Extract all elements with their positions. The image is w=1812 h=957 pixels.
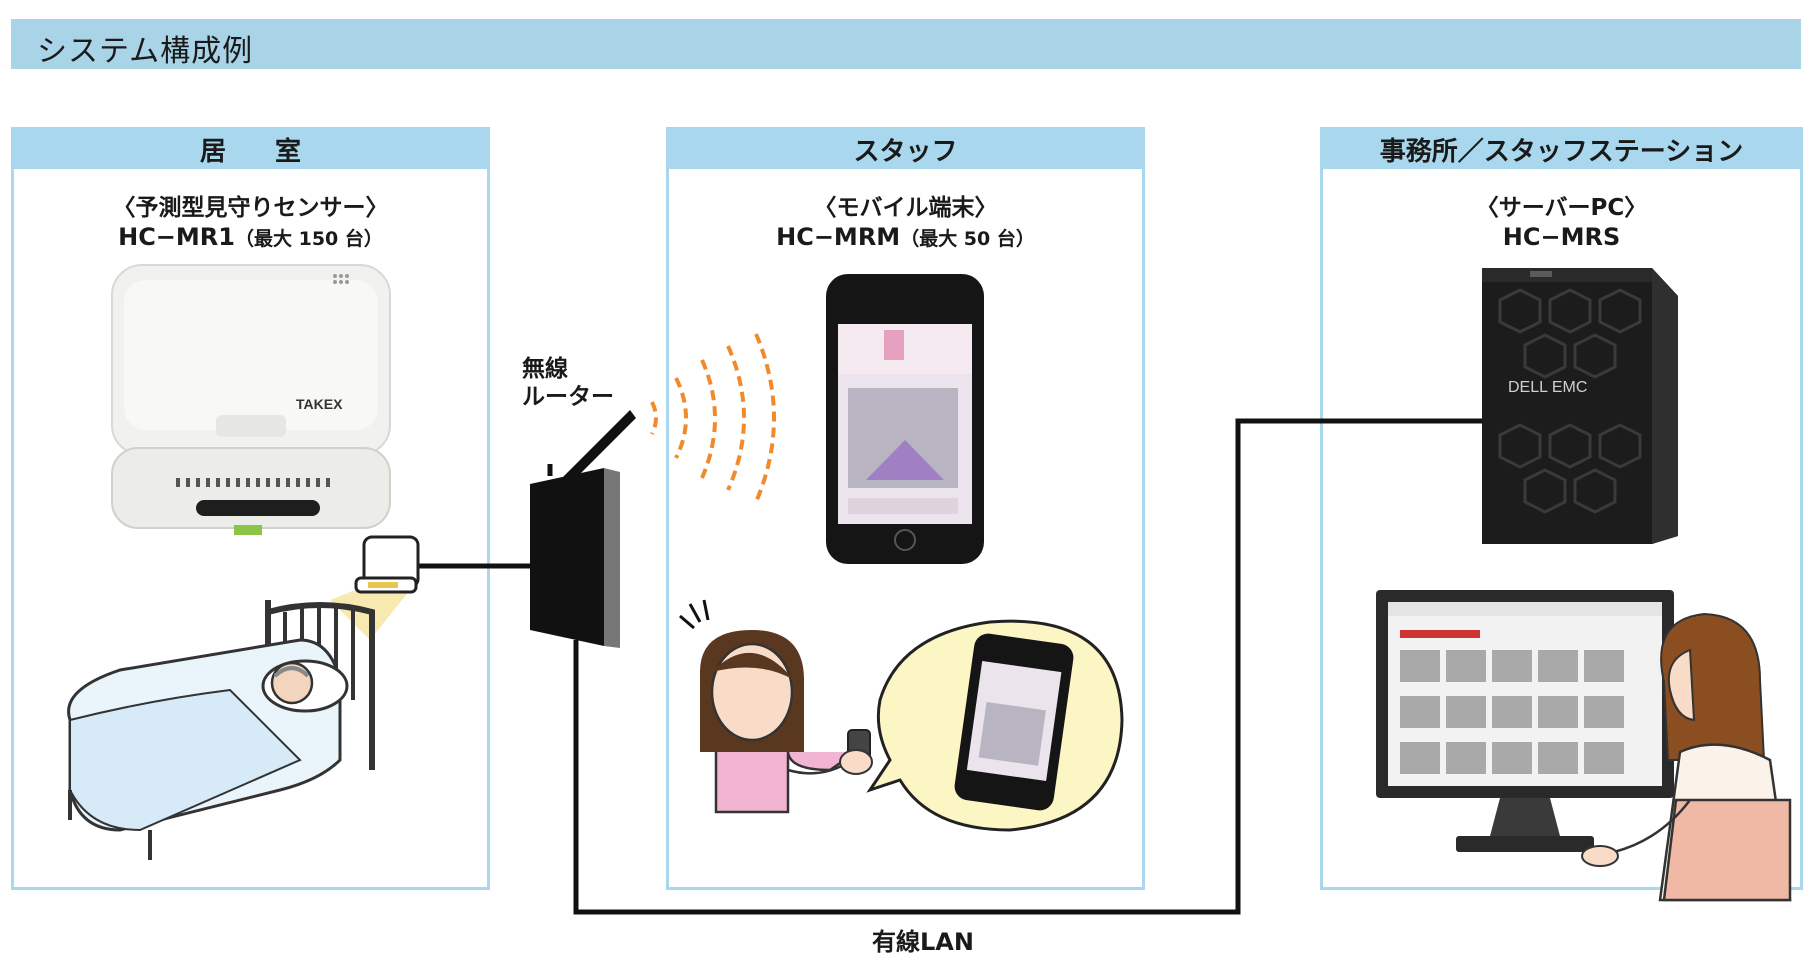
office-worker-icon [1581, 612, 1792, 902]
panel-room-title: 居 室 [14, 130, 487, 169]
router-label: 無線 ルーター [522, 355, 614, 411]
sensor-brand: TAKEX [296, 396, 343, 412]
header-bar: システム構成例 [11, 19, 1801, 69]
router-label-line2: ルーター [522, 384, 614, 410]
bed-person-icon [67, 535, 420, 860]
panel-office-title: 事務所／スタッフステーション [1323, 130, 1800, 169]
mobile-model: HC−MRM（最大 50 台） [669, 223, 1142, 253]
page-title: システム構成例 [37, 34, 254, 69]
server-device-name: 〈サーバーPC〉 [1475, 195, 1648, 221]
sensor-device-icon [111, 264, 391, 535]
smartphone-icon [826, 274, 984, 564]
mobile-device-name: 〈モバイル端末〉 [813, 195, 998, 221]
wired-lan-label: 有線LAN [872, 928, 974, 956]
mobile-capacity: （最大 50 台） [900, 228, 1035, 250]
mobile-model-code: HC−MRM [776, 223, 901, 251]
wifi-waves-icon [650, 333, 776, 503]
sensor-model: HC−MR1（最大 150 台） [14, 223, 487, 253]
monitor-icon [1376, 590, 1674, 852]
caregiver-icon [679, 599, 1124, 832]
sensor-capacity: （最大 150 台） [234, 228, 383, 250]
server-tower-icon [1482, 268, 1678, 544]
router-label-line1: 無線 [522, 356, 568, 382]
sensor-device-name: 〈予測型見守りセンサー〉 [112, 195, 389, 221]
sensor-model-code: HC−MR1 [118, 223, 235, 251]
wired-lan-cable [414, 418, 1482, 915]
server-model: HC−MRS [1502, 223, 1621, 251]
router-icon [530, 410, 636, 648]
panel-staff-title: スタッフ [669, 130, 1142, 169]
server-brand: DELL EMC [1508, 379, 1587, 396]
